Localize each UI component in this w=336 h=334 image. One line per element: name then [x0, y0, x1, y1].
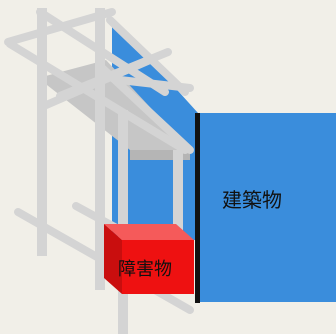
obstacle-label: 障害物	[118, 259, 172, 280]
building-label: 建築物	[222, 188, 282, 212]
building-facade	[198, 113, 336, 302]
obstacle-front	[122, 240, 194, 294]
obstacle-side	[104, 224, 122, 294]
obstacle-box	[104, 224, 194, 294]
building-edge-line	[195, 113, 200, 303]
obstacle-top	[104, 224, 194, 240]
